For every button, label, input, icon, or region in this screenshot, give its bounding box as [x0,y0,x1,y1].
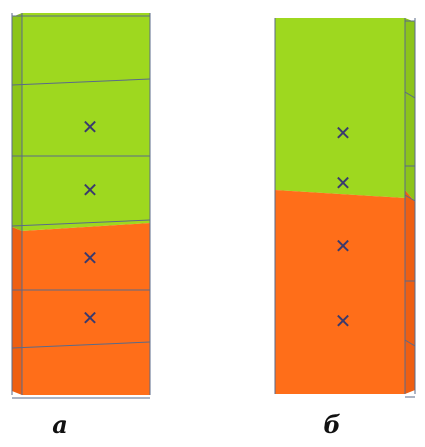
tower-a: ✕ ✕ ✕ ✕ [11,13,151,399]
green-section [275,18,405,198]
floor-line [404,194,416,202]
green-side [12,13,22,231]
floor-line [404,91,416,99]
floor-line [404,339,416,347]
floor-line [11,78,151,86]
cross-mark: ✕ [82,246,99,270]
orange-side [12,227,22,395]
orange-side [405,190,415,394]
cross-mark: ✕ [335,171,352,195]
cross-mark: ✕ [82,178,99,202]
cross-mark: ✕ [335,121,352,145]
green-side [405,18,415,202]
cross-mark: ✕ [82,115,99,139]
caption-a: а [52,410,68,439]
orange-section [22,223,150,395]
cross-mark: ✕ [335,234,352,258]
cross-mark: ✕ [82,306,99,330]
green-section [22,13,150,231]
cross-mark: ✕ [335,309,352,333]
orange-section [275,190,405,394]
caption-b: б [323,410,341,439]
tower-b: ✕ ✕ ✕ ✕ [274,18,416,398]
floor-line [11,341,151,349]
floor-line [11,219,151,227]
